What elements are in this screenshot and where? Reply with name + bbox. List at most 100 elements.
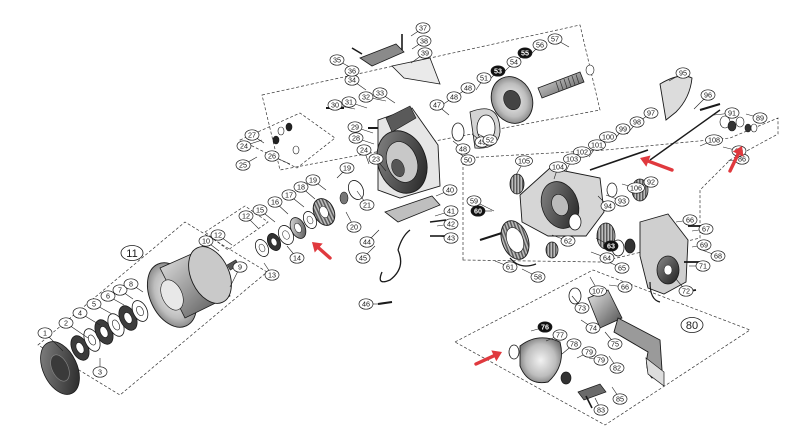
callout-label: 61 (506, 263, 514, 272)
callout-label: 93 (618, 197, 626, 206)
callout-label: 3 (98, 368, 102, 377)
part-washer-hole (258, 243, 266, 253)
callout-101: 101 (588, 139, 606, 151)
callout-bubble (344, 65, 360, 77)
callout-57: 57 (547, 33, 563, 45)
part-rod-washer-4 (744, 123, 752, 133)
callout-label: 55 (521, 49, 529, 58)
callout-bubble (58, 317, 74, 329)
callout-48: 48 (446, 91, 462, 103)
part-screw-35 (351, 47, 363, 55)
callout-103: 103 (563, 153, 581, 165)
callout-label: 2 (64, 319, 68, 328)
callout-59: 59 (466, 195, 482, 207)
part-small-ring (285, 122, 293, 132)
callout-label: 47 (433, 101, 441, 110)
group-frame-2 (204, 205, 269, 251)
part-bail-arm-top (359, 43, 405, 67)
callout-94: 94 (600, 200, 616, 212)
callout-label: 102 (576, 148, 588, 157)
part-body-bore-inner (551, 194, 569, 216)
part-lever-92 (659, 75, 693, 121)
callout-bubble (615, 123, 631, 135)
callout-bubble (252, 204, 268, 216)
callout-bubble (614, 195, 630, 207)
callout-label: 1 (43, 329, 47, 338)
callout-5: 5 (86, 298, 102, 310)
callout-label: 62 (564, 237, 572, 246)
callout-label: 63 (607, 242, 615, 251)
part-washer-hole (270, 237, 278, 247)
callout-label: 78 (570, 340, 578, 349)
callout-74: 74 (585, 322, 601, 334)
callout-label: 32 (362, 93, 370, 102)
part-washer-91 (606, 182, 618, 198)
callout-label: 75 (611, 340, 619, 349)
part-side-cover-hole (663, 264, 673, 276)
callout-bubble (305, 174, 321, 186)
part-small-ring (277, 126, 285, 136)
callout-54: 54 (506, 56, 522, 68)
callout-bubble (460, 82, 476, 94)
callout-43: 43 (443, 232, 459, 244)
callout-bubble (429, 99, 445, 111)
part-drag-washer-hole (136, 306, 144, 316)
callout-72: 72 (678, 285, 694, 297)
callout-label: 66 (686, 216, 694, 225)
callout-104: 104 (549, 161, 567, 173)
callout-label: 12 (214, 231, 222, 240)
callout-92: 92 (643, 176, 659, 188)
part-bearing-1 (545, 241, 559, 259)
callout-bubble (603, 240, 619, 252)
callout-bubble (235, 159, 251, 171)
callout-bubble (86, 298, 102, 310)
part-handle-cap-73 (508, 344, 520, 360)
callout-label: 69 (700, 241, 708, 250)
callout-12: 12 (238, 210, 254, 222)
callout-bubble (446, 91, 462, 103)
part-bail-arm (391, 57, 441, 85)
callout-108: 108 (705, 134, 723, 146)
part-callouts: 1234567891012121314151617181919202123242… (37, 22, 768, 416)
callout-33: 33 (372, 87, 388, 99)
callout-label: 95 (679, 69, 687, 78)
arrow-head (312, 242, 323, 253)
callout-107: 107 (589, 285, 607, 297)
part-worm-thread (567, 77, 572, 87)
callout-79: 79 (581, 346, 597, 358)
part-worm-thread (571, 75, 576, 86)
callout-bubble (210, 229, 226, 241)
callout-bubble (593, 404, 609, 416)
callout-bubble (517, 47, 533, 59)
callout-bubble (675, 67, 691, 79)
callout-28: 28 (348, 132, 364, 144)
callout-bubble (682, 214, 698, 226)
callout-label: 107 (592, 287, 604, 296)
callout-98: 98 (629, 116, 645, 128)
callout-label: 94 (604, 202, 612, 211)
callout-73: 73 (574, 302, 590, 314)
callout-label: 41 (447, 207, 455, 216)
part-rotor-washer (339, 191, 349, 205)
part-screw-41 (429, 219, 447, 223)
callout-bubble (643, 107, 659, 119)
part-rotor-nut (347, 180, 365, 200)
callout-label: 12 (242, 212, 250, 221)
callout-3: 3 (92, 366, 108, 378)
callout-23: 23 (368, 153, 384, 165)
callout-bubble (609, 362, 625, 374)
callout-75: 75 (607, 338, 623, 350)
callout-bubble (581, 346, 597, 358)
callout-16: 16 (267, 196, 283, 208)
callout-label: 108 (708, 136, 720, 145)
callout-label: 31 (345, 98, 353, 107)
callout-label: 17 (285, 191, 293, 200)
callout-label: 14 (293, 254, 301, 263)
callout-18: 18 (293, 181, 309, 193)
callout-35: 35 (329, 54, 345, 66)
callout-label: 16 (271, 198, 279, 207)
callout-10: 10 (198, 235, 214, 247)
callout-bubble (563, 153, 581, 165)
callout-label: 40 (446, 186, 454, 195)
